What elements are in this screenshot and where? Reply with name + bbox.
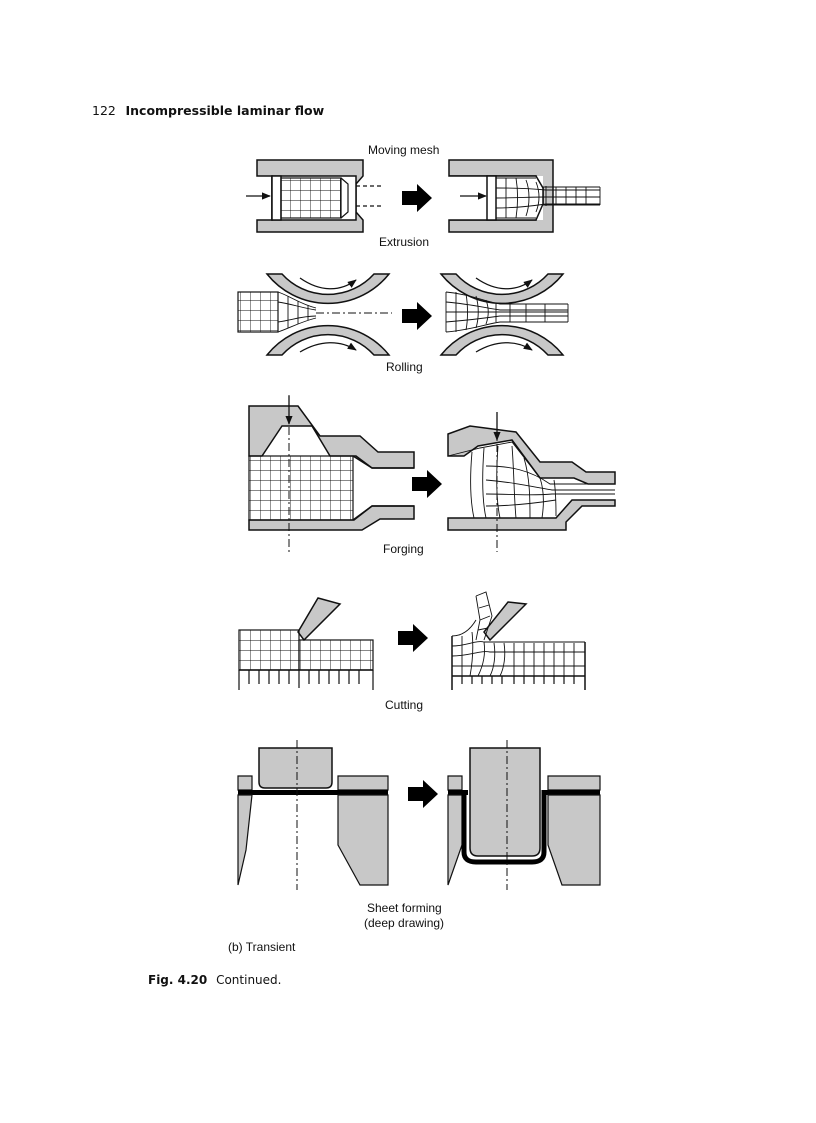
sheet-forming-label: Sheet forming xyxy=(367,901,442,915)
cutting-diagram xyxy=(238,591,586,690)
figure-number: Fig. 4.20 xyxy=(148,973,208,987)
forging-label: Forging xyxy=(383,542,424,556)
extrusion-diagram xyxy=(246,159,601,233)
transient-label: (b) Transient xyxy=(228,940,296,954)
caption-text: Continued. xyxy=(216,973,282,987)
cutting-label: Cutting xyxy=(385,698,424,712)
running-title: Incompressible laminar flow xyxy=(125,103,325,118)
rolling-diagram xyxy=(237,273,569,356)
forging-diagram xyxy=(248,395,616,552)
running-head: 122 Incompressible laminar flow xyxy=(92,103,324,118)
deep-drawing-label: (deep drawing) xyxy=(364,916,445,930)
rolling-label: Rolling xyxy=(386,360,423,374)
page-number: 122 xyxy=(92,103,116,118)
extrusion-label: Extrusion xyxy=(379,235,430,249)
sheet-forming-diagram xyxy=(237,740,601,890)
figure-caption: Fig. 4.20 Continued. xyxy=(148,973,281,987)
moving-mesh-label: Moving mesh xyxy=(368,143,440,157)
